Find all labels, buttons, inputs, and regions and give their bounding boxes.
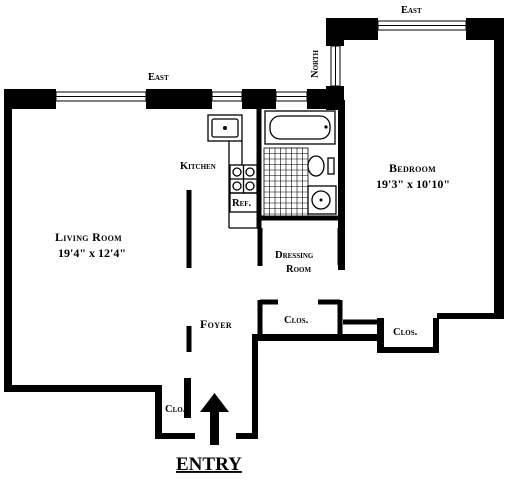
closet-right-label: Clos. [393, 327, 418, 338]
closet-center-label: Clos. [284, 315, 309, 326]
stove-icon [229, 164, 258, 194]
window-bedroom-top [377, 20, 467, 31]
entry-label: ENTRY [176, 454, 242, 475]
entry-arrow-icon [200, 393, 229, 445]
bath-sink-icon [307, 185, 337, 215]
refrigerator-label: Ref. [232, 198, 252, 209]
window-bath-top [275, 91, 308, 102]
kitchen-sink [207, 114, 243, 142]
compass-east-left: East [148, 72, 169, 83]
compass-east-top: East [401, 5, 422, 16]
bathtub-icon [264, 110, 336, 145]
living-room-label: Living Room [55, 230, 122, 244]
living-room-dims: 19'4" x 12'4" [58, 246, 126, 260]
closet-bottom-label: Clo. [165, 404, 186, 415]
window-living-top [55, 91, 147, 102]
kitchen-counter [228, 141, 259, 229]
window-kitchen-top [211, 91, 243, 102]
kitchen-label: Kitchen [180, 161, 216, 172]
bedroom-label: Bedroom [389, 161, 436, 175]
refrigerator [229, 192, 259, 213]
interior-walls [186, 108, 380, 352]
dressing-room-label-1: Dressing [275, 250, 314, 261]
bath-tile-floor [263, 147, 309, 217]
compass-north: North [310, 49, 321, 78]
window-north [330, 45, 341, 87]
exterior-walls [4, 18, 504, 439]
foyer-label: Foyer [200, 317, 232, 331]
toilet-icon [307, 155, 335, 177]
dressing-room-label-2: Room [286, 264, 311, 275]
bedroom-dims: 19'3" x 10'10" [376, 177, 450, 191]
